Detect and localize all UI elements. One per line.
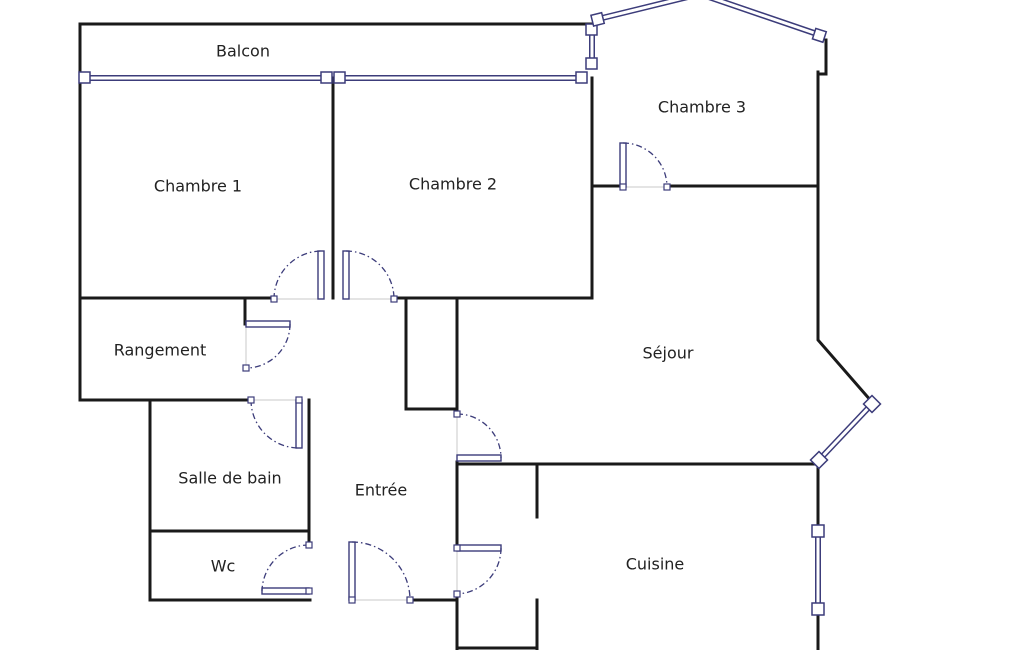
window-balcony-left: [78, 71, 333, 84]
label-chambre2: Chambre 2: [409, 175, 497, 194]
doors: [242, 142, 671, 604]
exterior-wall-north-west: [78, 22, 594, 602]
label-sejour: Séjour: [643, 344, 694, 363]
window-balcony-door: [585, 23, 598, 70]
door-entree: [348, 541, 414, 604]
door-chambre3: [619, 142, 671, 191]
label-entree: Entrée: [355, 481, 407, 500]
label-chambre1: Chambre 1: [154, 177, 242, 196]
label-chambre3: Chambre 3: [658, 98, 746, 117]
label-salle-de-bain: Salle de bain: [178, 469, 281, 488]
label-rangement: Rangement: [114, 341, 207, 360]
door-rangement: [242, 320, 291, 372]
exterior-wall-east: [816, 70, 875, 405]
window-sejour-corner: [809, 394, 882, 470]
wall-duct: [404, 296, 459, 411]
label-balcon: Balcon: [216, 42, 270, 61]
window-cuisine: [811, 524, 825, 616]
window-balcony-right: [333, 71, 588, 84]
door-sejour: [453, 410, 502, 462]
door-chambre2: [342, 250, 398, 303]
label-wc: Wc: [211, 557, 236, 576]
windows: [78, 0, 882, 616]
door-cuisine: [453, 544, 502, 598]
walls: [78, 22, 875, 650]
door-salle-de-bain: [247, 396, 303, 449]
label-cuisine: Cuisine: [626, 555, 685, 574]
door-wc: [261, 541, 313, 595]
window-bay-chambre3: [590, 0, 828, 44]
room-labels: Balcon Chambre 1 Chambre 2 Chambre 3 Ran…: [114, 42, 746, 576]
door-chambre1: [270, 250, 325, 303]
